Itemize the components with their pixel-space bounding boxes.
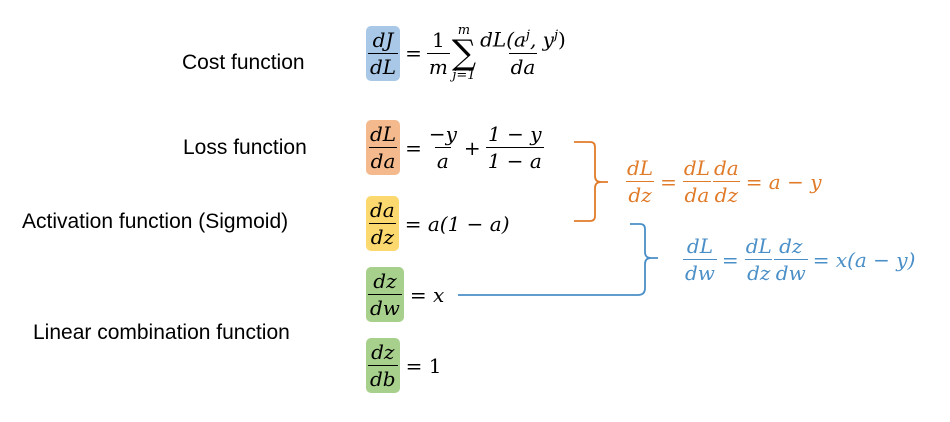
frac-den: m xyxy=(426,52,450,79)
equals-sign: = xyxy=(405,135,422,160)
frac-den: da xyxy=(682,181,712,207)
frac-num: dz xyxy=(779,234,803,258)
frac-den: a xyxy=(434,147,451,173)
plus-sign: + xyxy=(463,135,481,160)
activation-rhs: = a(1 − a) xyxy=(404,211,510,236)
frac-den: dz xyxy=(626,181,654,207)
superscript: j xyxy=(553,28,558,44)
superscript: j xyxy=(525,28,530,44)
frac-num: 1 xyxy=(431,27,445,52)
frac-num: dJ xyxy=(372,27,394,52)
dz-dw-rhs: = x xyxy=(409,282,445,307)
frac-den: dL xyxy=(368,52,399,79)
frac-den: db xyxy=(368,365,398,391)
sum-upper: m xyxy=(457,23,471,38)
frac-den: 1 − a xyxy=(485,147,544,173)
frac-num: dz xyxy=(373,269,397,293)
frac-num: −y xyxy=(428,122,457,146)
frac-den: da xyxy=(368,147,398,173)
frac-num: dL xyxy=(683,156,710,180)
sum-lower: j=1 xyxy=(452,68,476,84)
equals-sign: = xyxy=(405,41,422,66)
frac-num: 1 − y xyxy=(488,122,542,146)
dL-dz-rhs: = a − y xyxy=(745,169,822,194)
frac-den: dw xyxy=(773,259,808,285)
frac-den: da xyxy=(508,52,538,79)
frac-num: dL xyxy=(627,156,654,180)
dz-db-rhs: = 1 xyxy=(405,353,442,378)
orange-brace xyxy=(574,141,608,222)
frac-num: dL xyxy=(686,234,713,258)
label-loss-function: Loss function xyxy=(183,136,307,159)
equals-sign: = xyxy=(721,247,739,272)
frac-num: dz xyxy=(371,340,395,364)
blue-brace xyxy=(458,223,658,296)
frac-den: dw xyxy=(368,294,402,320)
text: , y xyxy=(529,27,554,52)
frac-den: dz xyxy=(368,223,397,249)
sum-symbol: ∑ xyxy=(451,33,477,73)
frac-den: dz xyxy=(745,259,773,285)
equals-sign: = xyxy=(660,169,677,194)
frac-num: dL xyxy=(370,122,397,146)
frac-num: da xyxy=(370,198,395,222)
dL-dw-rhs: = x(a − y) xyxy=(812,247,916,272)
summation: m ∑ j=1 xyxy=(452,24,476,82)
text: dL(a xyxy=(480,27,526,52)
frac-den: dw xyxy=(683,259,717,285)
frac-num: dL(aj, yj) xyxy=(478,27,568,53)
frac-den: dz xyxy=(712,181,740,207)
frac-num: dL xyxy=(745,234,772,258)
text: ) xyxy=(558,27,566,52)
label-activation-function: Activation function (Sigmoid) xyxy=(22,210,289,233)
label-cost-function: Cost function xyxy=(182,51,305,74)
label-linear-combination-function: Linear combination function xyxy=(33,321,290,344)
frac-num: da xyxy=(713,156,739,180)
